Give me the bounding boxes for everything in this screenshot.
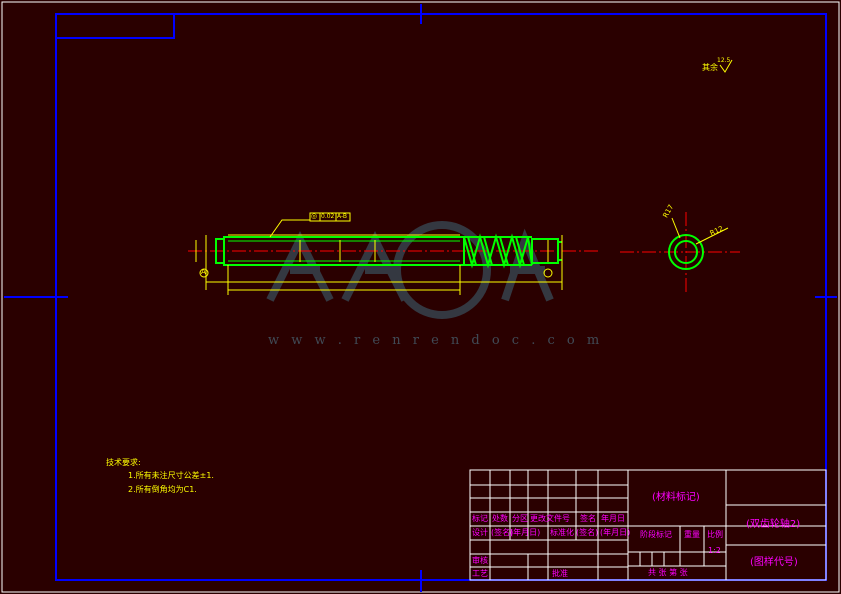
dimension-lines — [195, 219, 563, 295]
tb-cell: 年月日 — [601, 514, 625, 523]
tech-requirement-item: 2.所有倒角均为C1. — [128, 485, 197, 494]
tolerance-value: 0.02 — [321, 213, 335, 220]
tb-cell: 设计 — [472, 528, 488, 537]
tb-cell: (年月日) — [510, 528, 541, 537]
stage-label: 阶段标记 — [640, 530, 672, 539]
scale-value: 1:2 — [708, 546, 721, 555]
tb-cell: 更改文件号 — [530, 514, 570, 523]
weight-label: 重量 — [684, 530, 700, 539]
scale-label: 比例 — [707, 530, 723, 539]
drawing-frame — [55, 13, 827, 581]
tb-cell: 标准化 — [550, 528, 574, 537]
tb-cell: (年月日) — [600, 528, 631, 537]
surface-finish-value: 12.5 — [717, 57, 731, 64]
tb-cell: 签名 — [580, 514, 596, 523]
tolerance-datum: A-B — [337, 213, 348, 220]
tb-cell: 批准 — [552, 569, 568, 578]
part-name: (双齿轮轴2) — [746, 519, 801, 530]
material-label: (材料标记) — [652, 492, 700, 503]
tb-cell: 审核 — [472, 556, 488, 565]
tb-cell: 工艺 — [472, 569, 488, 578]
tb-cell: (签名) — [491, 528, 514, 537]
title-block — [469, 469, 827, 581]
worm-thread — [463, 233, 533, 269]
drawing-number: (图样代号) — [750, 557, 798, 568]
sheets-label: 共 张 第 张 — [648, 568, 688, 577]
tolerance-frame — [309, 212, 351, 222]
tb-cell: 分区 — [512, 514, 528, 523]
watermark-url: w w w . r e n r e n d o c . c o m — [268, 333, 604, 348]
tech-requirements-title: 技术要求: — [106, 458, 141, 467]
tolerance-symbol: ◎ — [311, 212, 318, 220]
datum-a-label: A — [201, 268, 206, 276]
datum-markers — [199, 268, 553, 278]
watermark-logo — [266, 221, 554, 319]
shaft-outline — [215, 236, 562, 266]
tb-cell: 标记 — [472, 514, 488, 523]
tb-cell: 处数 — [492, 514, 508, 523]
end-view — [620, 212, 740, 295]
surface-finish-label: 其余 — [702, 63, 718, 72]
corner-box — [56, 14, 175, 39]
tb-cell: (签名) — [576, 528, 599, 537]
surface-finish-symbol — [719, 59, 733, 73]
tech-requirement-item: 1.所有未注尺寸公差±1. — [128, 471, 214, 480]
